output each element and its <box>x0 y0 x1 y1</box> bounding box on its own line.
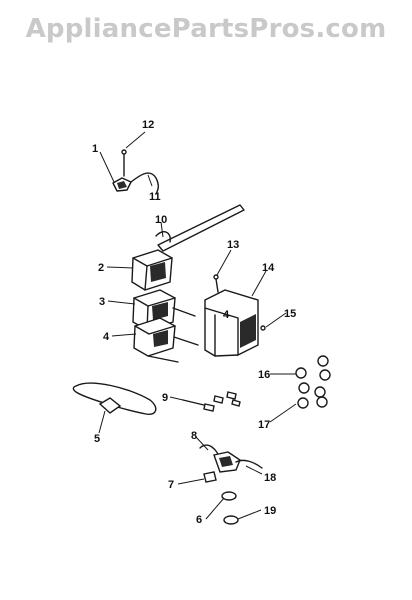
part-5-element-loop[interactable] <box>72 382 157 415</box>
bracket-label: 4 <box>223 309 230 321</box>
callout-16: 16 <box>258 369 270 381</box>
callout-8: 8 <box>191 430 197 442</box>
callout-19: 19 <box>264 505 276 517</box>
part-1-switch[interactable] <box>112 149 159 195</box>
callout-10: 10 <box>155 214 167 226</box>
part-2-3-4-switch-block[interactable] <box>131 249 199 363</box>
callout-17: 17 <box>258 419 270 431</box>
part-9-terminals[interactable] <box>182 391 241 412</box>
callout-7: 7 <box>168 479 174 491</box>
callout-4: 4 <box>103 331 110 343</box>
callout-9: 9 <box>162 392 168 404</box>
callout-14: 14 <box>262 262 275 274</box>
callout-3: 3 <box>99 296 105 308</box>
callout-6: 6 <box>196 514 202 526</box>
callout-18: 18 <box>264 472 276 484</box>
part-14-bracket[interactable]: 4 <box>204 274 266 357</box>
callout-2: 2 <box>98 262 104 274</box>
callout-11: 11 <box>149 191 161 203</box>
callout-13: 13 <box>227 239 239 251</box>
callout-5: 5 <box>94 433 100 445</box>
part-7-8-18-valve-assembly[interactable] <box>199 444 263 525</box>
part-10-shaft[interactable] <box>155 204 245 252</box>
watermark-logo: AppliancePartsPros.com <box>25 14 387 44</box>
callout-1: 1 <box>92 143 98 155</box>
callout-12: 12 <box>142 119 154 131</box>
part-16-17-knobs[interactable] <box>295 355 331 409</box>
callout-15: 15 <box>284 308 296 320</box>
